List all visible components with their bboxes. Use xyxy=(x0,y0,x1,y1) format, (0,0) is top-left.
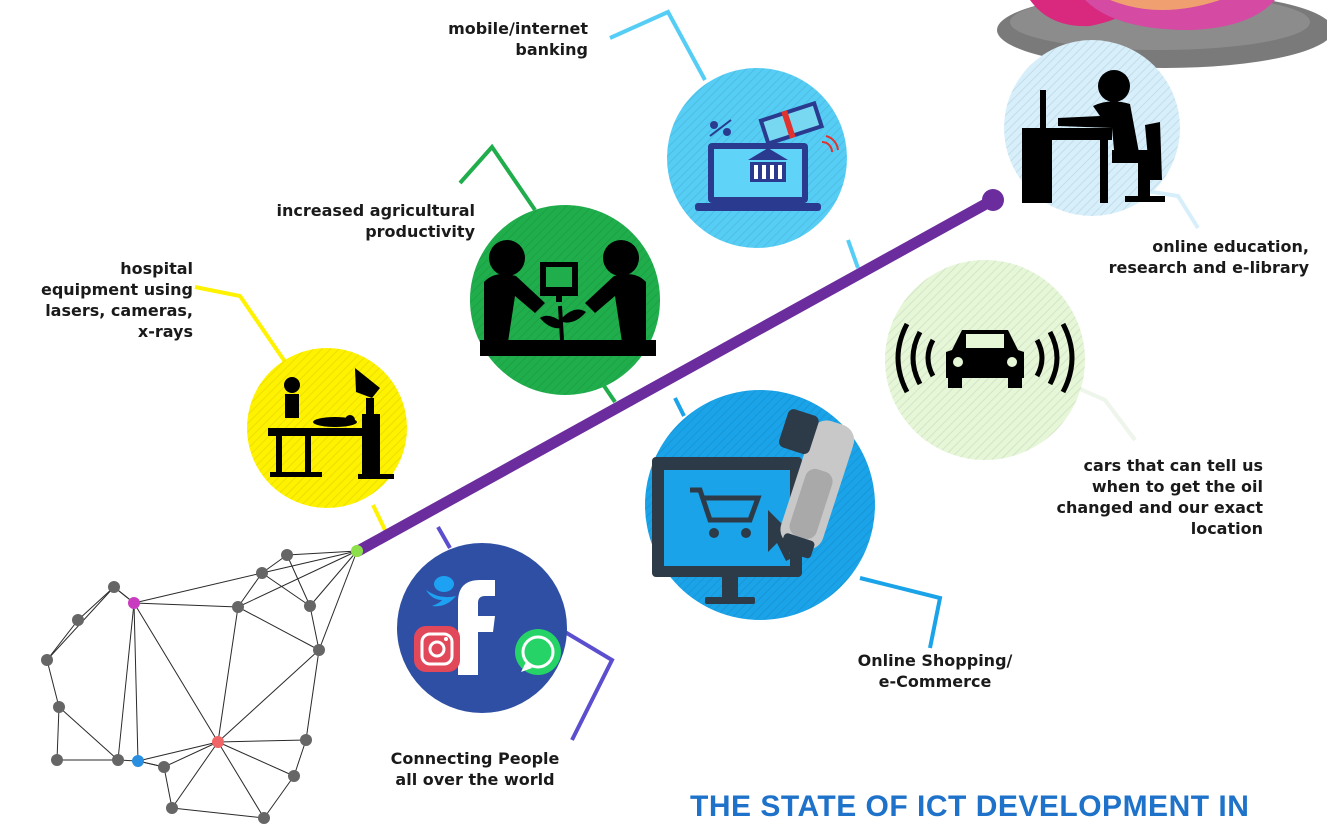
mesh-edge xyxy=(217,606,239,743)
mesh-node xyxy=(41,654,53,666)
shopping-connector xyxy=(859,576,943,649)
mesh-node xyxy=(304,600,316,612)
shopping-cart-monitor-icon xyxy=(645,390,875,620)
mesh-edge xyxy=(133,602,239,608)
mesh-node xyxy=(51,754,63,766)
mesh-edge xyxy=(171,807,265,819)
timeline-start-dot xyxy=(351,545,363,557)
connected-car-icon xyxy=(885,260,1085,460)
social-connector xyxy=(563,630,615,741)
shopping-label: Online Shopping/ e-Commerce xyxy=(857,651,1013,691)
mesh-edge xyxy=(58,706,119,761)
footer-title: THE STATE OF ICT DEVELOPMENT IN xyxy=(690,790,1250,823)
mesh-edge xyxy=(217,741,265,819)
mesh-edge xyxy=(46,659,60,708)
mesh-node xyxy=(212,736,224,748)
mesh-node xyxy=(132,755,144,767)
shopping-stem xyxy=(673,397,686,417)
mesh-edge xyxy=(318,550,358,651)
mesh-edge xyxy=(56,706,60,761)
mesh-node xyxy=(128,597,140,609)
mesh-edge xyxy=(217,741,295,777)
mesh-edge xyxy=(46,619,79,661)
mesh-node xyxy=(300,734,312,746)
mesh-edge xyxy=(137,741,219,762)
banking-laptop-icon xyxy=(667,68,847,248)
agriculture-icon xyxy=(470,205,660,395)
person-at-desk-icon xyxy=(1004,40,1180,216)
hospital-connector xyxy=(194,285,294,374)
mesh-edge xyxy=(171,741,219,809)
mesh-node xyxy=(158,761,170,773)
mesh-node xyxy=(53,701,65,713)
social-stem xyxy=(436,526,452,549)
mesh-node xyxy=(108,581,120,593)
timeline-end-dot xyxy=(982,189,1004,211)
hospital-equipment-icon xyxy=(247,348,407,508)
mesh-edge xyxy=(217,649,320,743)
education-label: online education, research and e-library xyxy=(1108,237,1309,277)
mesh-edge xyxy=(217,739,307,743)
mesh-node xyxy=(112,754,124,766)
mesh-edge xyxy=(286,554,311,607)
banking-label: mobile/internet banking xyxy=(448,19,588,59)
mesh-edge xyxy=(133,572,263,604)
education-connector xyxy=(1139,188,1200,230)
mesh-node xyxy=(258,812,270,824)
mesh-edge xyxy=(163,741,219,768)
network-mesh xyxy=(41,545,363,824)
mesh-edge xyxy=(117,602,135,761)
mesh-edge xyxy=(261,550,358,574)
agriculture-label: increased agricultural productivity xyxy=(276,201,476,241)
mesh-node xyxy=(281,549,293,561)
social-media-icon xyxy=(397,543,567,713)
timeline-line xyxy=(352,194,999,557)
mesh-node xyxy=(256,567,268,579)
mesh-edge xyxy=(133,602,219,743)
mesh-edge xyxy=(133,602,139,762)
hospital-stem xyxy=(371,504,387,531)
social-label: Connecting People all over the world xyxy=(390,749,560,789)
mesh-edge xyxy=(263,775,295,819)
hospital-label: hospital equipment using lasers, cameras… xyxy=(40,259,193,341)
mesh-node xyxy=(166,802,178,814)
agriculture-connector xyxy=(458,143,537,212)
mesh-edge xyxy=(237,606,320,651)
mesh-edge xyxy=(309,605,320,651)
mesh-edge xyxy=(237,572,263,608)
mesh-edge xyxy=(77,586,115,621)
banking-stem xyxy=(846,239,860,269)
mesh-edge xyxy=(286,550,358,556)
mesh-edge xyxy=(293,739,307,777)
mesh-node xyxy=(288,770,300,782)
mesh-edge xyxy=(163,766,173,809)
mesh-edge xyxy=(305,649,320,741)
mesh-edge xyxy=(309,550,358,607)
cars-label: cars that can tell us when to get the oi… xyxy=(1056,456,1263,538)
banking-connector xyxy=(609,9,707,81)
mesh-node xyxy=(232,601,244,613)
mesh-node xyxy=(313,644,325,656)
mesh-edge xyxy=(261,572,311,607)
mesh-node xyxy=(72,614,84,626)
connector-lines xyxy=(194,9,1200,741)
